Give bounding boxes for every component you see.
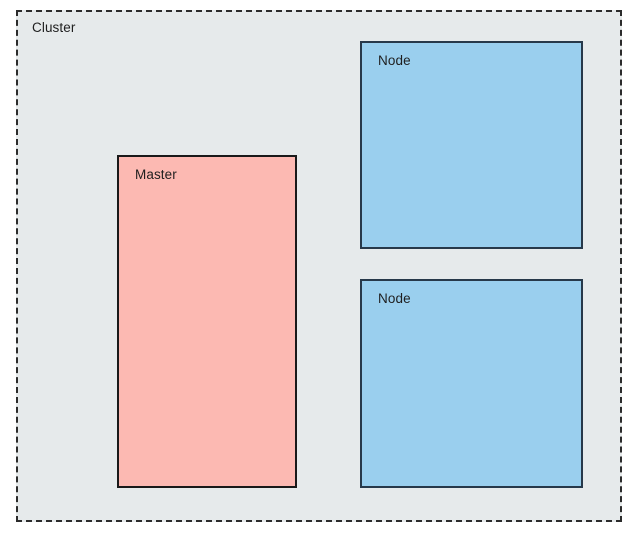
node-box-2[interactable]: Node — [360, 279, 583, 488]
node-label-1: Node — [378, 53, 411, 68]
node-box-1[interactable]: Node — [360, 41, 583, 249]
master-label: Master — [135, 167, 177, 182]
cluster-label: Cluster — [32, 20, 76, 35]
node-label-2: Node — [378, 291, 411, 306]
master-box[interactable]: Master — [117, 155, 297, 488]
